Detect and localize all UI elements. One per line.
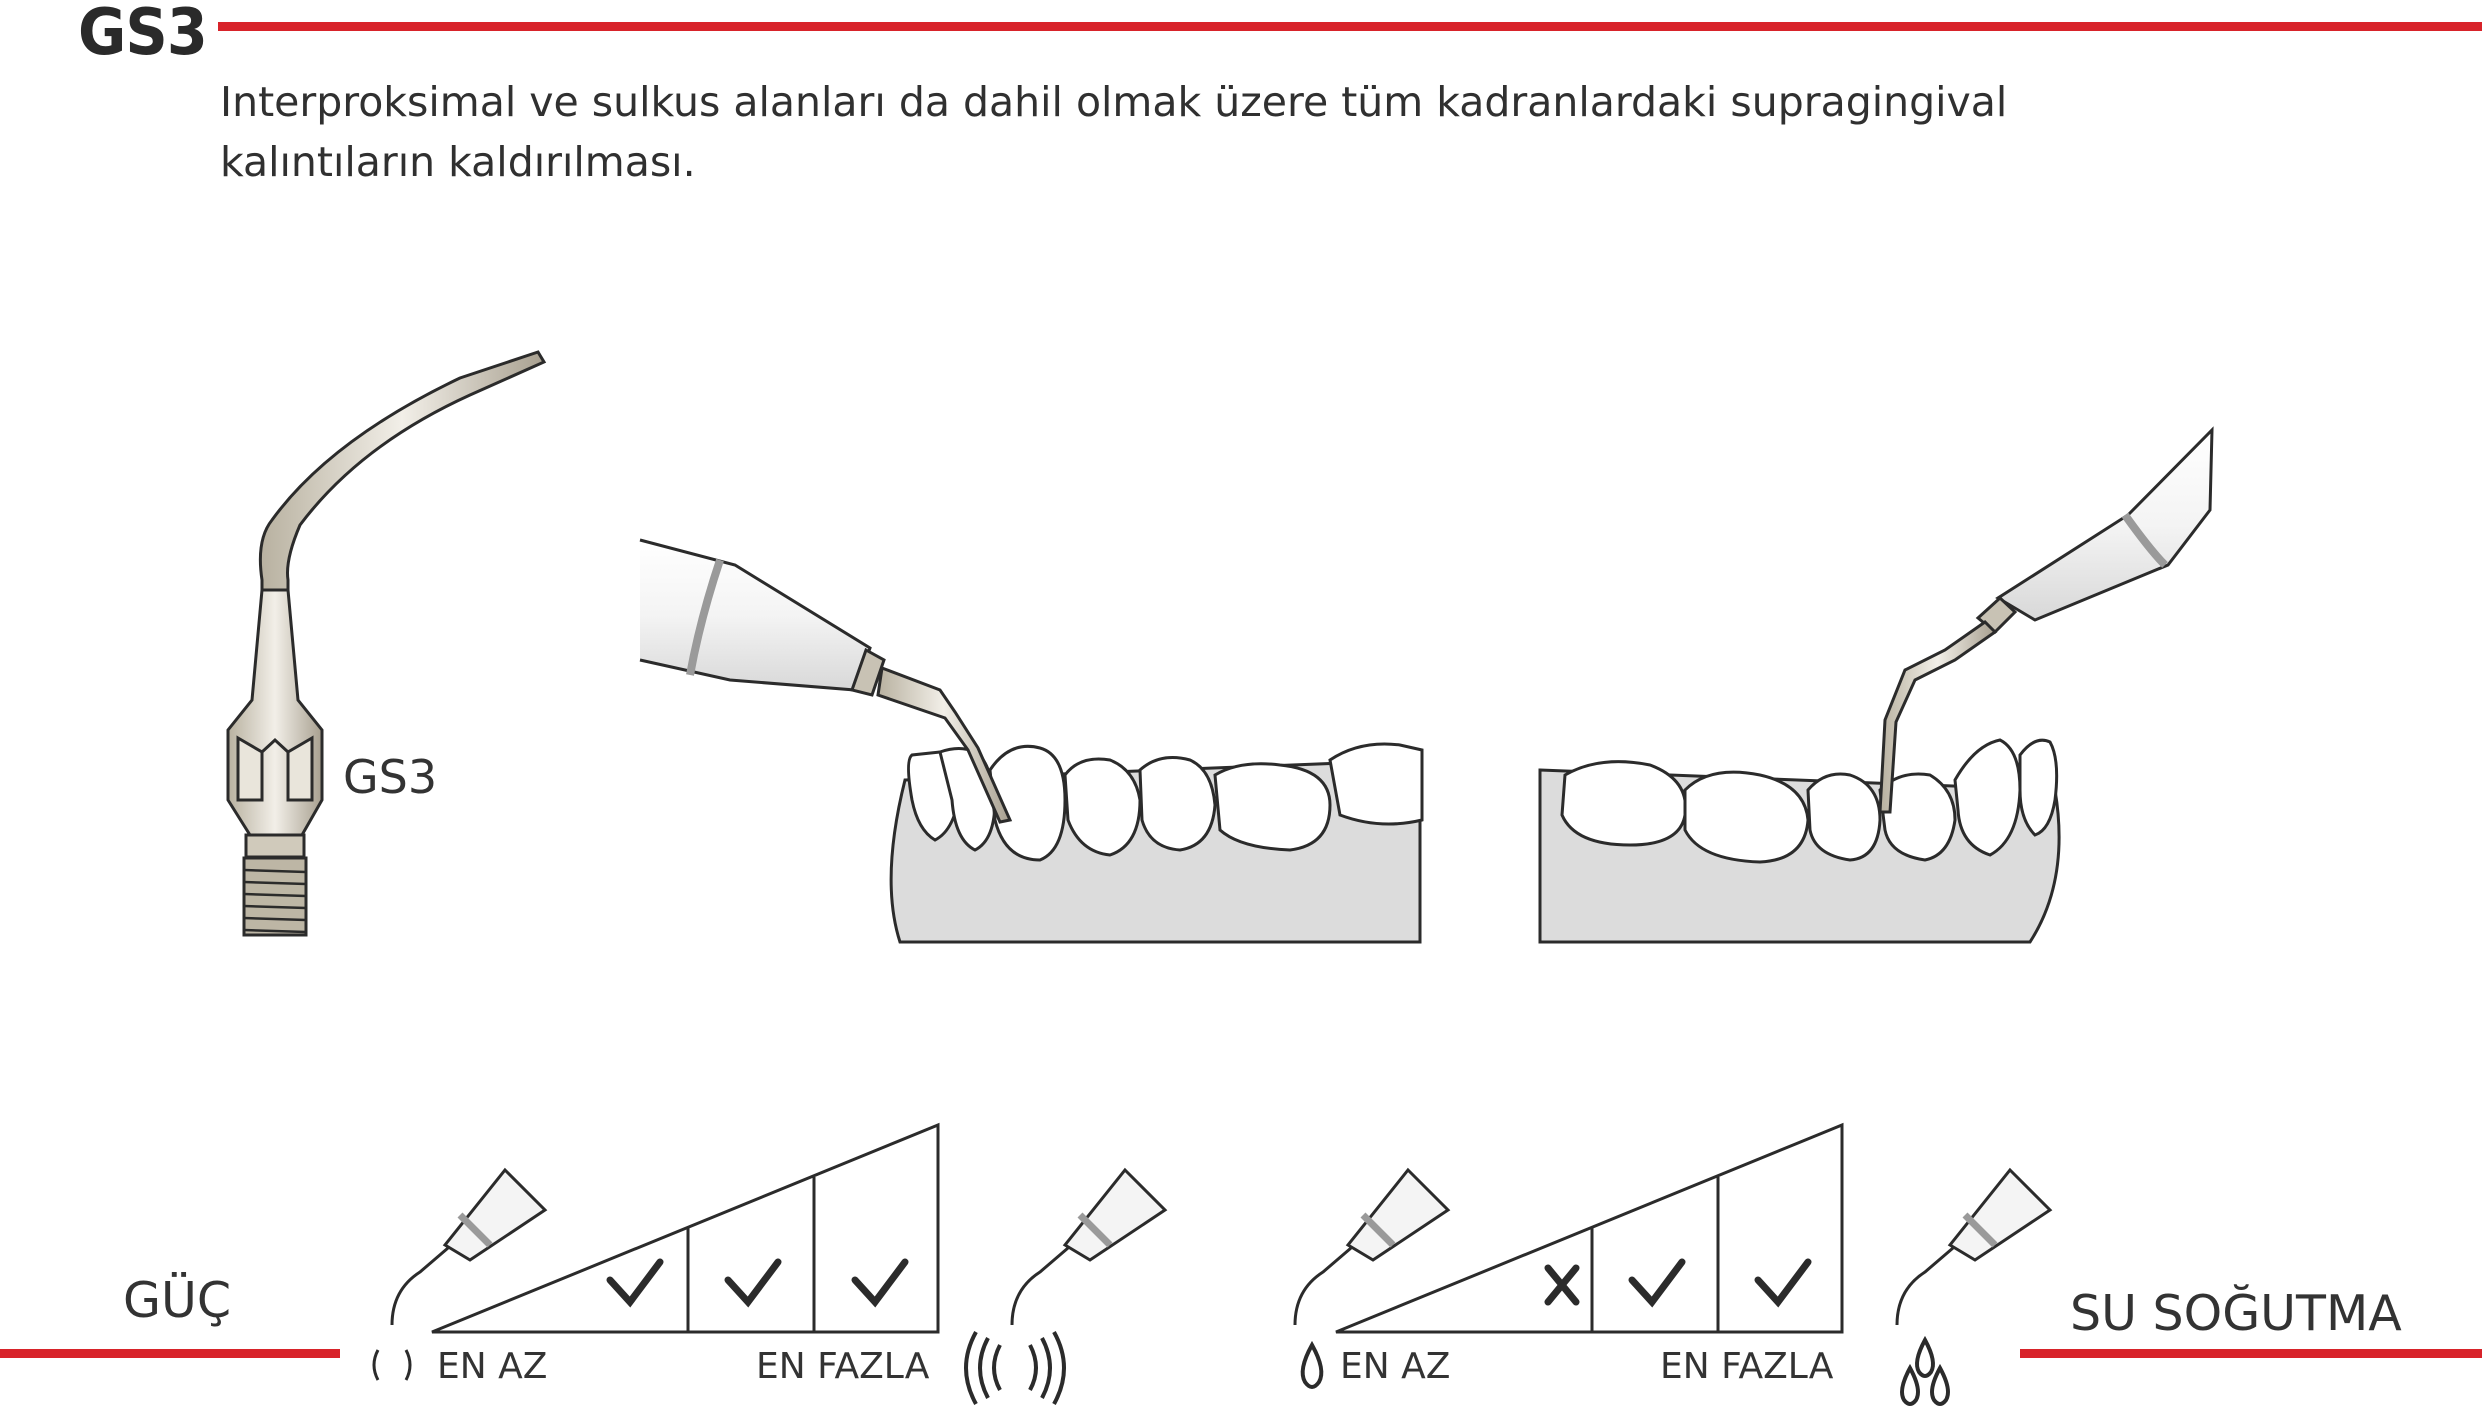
- low-water-handpiece-icon: [1293, 1167, 1451, 1326]
- water-min-label: EN AZ: [1340, 1346, 1451, 1387]
- high-vibration-icon: [964, 1331, 1066, 1405]
- power-level-3-check: [851, 1258, 909, 1308]
- description-line-1: Interproksimal ve sulkus alanları da dah…: [220, 78, 2008, 126]
- tip-drawing: [226, 350, 547, 937]
- right-dental-scene: [1538, 426, 2214, 944]
- power-min-label: EN AZ: [437, 1346, 548, 1387]
- high-power-handpiece-icon: [1010, 1167, 1168, 1326]
- power-label: GÜÇ: [123, 1272, 232, 1329]
- power-level-1-check: [606, 1258, 664, 1308]
- water-cooling-rule: [2020, 1349, 2482, 1358]
- water-cooling-label: SU SOĞUTMA: [2070, 1285, 2402, 1342]
- description-line-2: kalıntıların kaldırılması.: [220, 138, 696, 186]
- power-level-2-check: [724, 1258, 782, 1308]
- low-power-handpiece-icon: [390, 1167, 548, 1326]
- power-rule: [0, 1349, 340, 1358]
- water-level-2-check: [1628, 1258, 1686, 1308]
- left-dental-scene: [639, 538, 1424, 944]
- water-scale: [1335, 1122, 1844, 1334]
- water-max-label: EN FAZLA: [1660, 1346, 1834, 1387]
- water-level-3-check: [1754, 1258, 1812, 1308]
- water-level-1-cross: [1544, 1264, 1580, 1306]
- single-drop-icon: [1300, 1340, 1324, 1389]
- low-vibration-icon: [372, 1349, 412, 1381]
- description: Interproksimal ve sulkus alanları da dah…: [220, 72, 2220, 192]
- high-water-handpiece-icon: [1895, 1167, 2053, 1326]
- multiple-drops-icon: [1900, 1335, 1950, 1406]
- page-title: GS3: [78, 0, 208, 70]
- power-scale: [431, 1122, 940, 1334]
- tip-label: GS3: [343, 750, 438, 804]
- title-rule: [218, 22, 2482, 31]
- power-max-label: EN FAZLA: [756, 1346, 930, 1387]
